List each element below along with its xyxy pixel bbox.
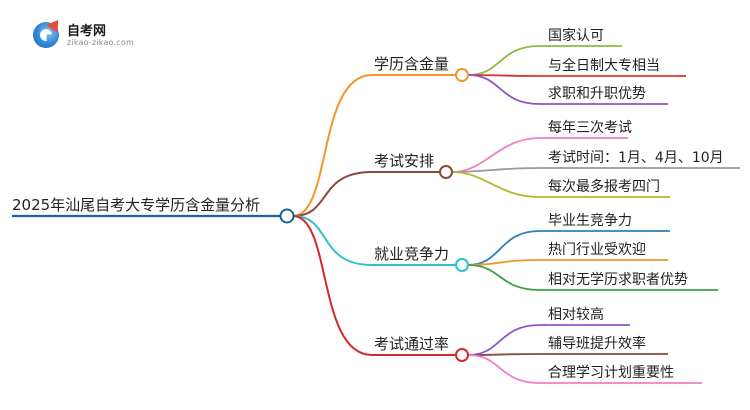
leaf-node-label[interactable]: 相对无学历求职者优势: [548, 272, 688, 288]
leaf-node-label[interactable]: 热门行业受欢迎: [548, 242, 646, 258]
logo-mark-icon: [33, 22, 59, 48]
leaf-connector: [467, 259, 541, 266]
leaf-node-label[interactable]: 考试时间：1月、4月、10月: [548, 150, 724, 166]
branch-node-label[interactable]: 就业竞争力: [374, 245, 449, 263]
leaf-connector: [467, 353, 541, 356]
branch-node-circle[interactable]: [455, 68, 469, 82]
branch-node-circle[interactable]: [455, 348, 469, 362]
logo-subtitle: zikao-zikao.com: [67, 38, 134, 47]
leaf-node-label[interactable]: 求职和升职优势: [548, 86, 646, 102]
leaf-node-label[interactable]: 相对较高: [548, 306, 604, 323]
leaf-connector: [451, 171, 541, 198]
leaf-node-label[interactable]: 与全日制大专相当: [548, 57, 660, 74]
branch-node-label[interactable]: 考试通过率: [374, 335, 449, 353]
branch-connector: [292, 171, 373, 217]
leaf-connector: [467, 324, 541, 356]
root-node-label: 2025年汕尾自考大专学历含金量分析: [12, 196, 260, 214]
leaf-node-label[interactable]: 每年三次考试: [548, 120, 632, 136]
leaf-connector: [467, 264, 541, 291]
leaf-connector: [467, 45, 541, 76]
leaf-node-label[interactable]: 毕业生竞争力: [548, 212, 632, 229]
logo-title: 自考网: [67, 24, 107, 39]
branch-node-label[interactable]: 学历含金量: [374, 55, 449, 73]
branch-connector: [292, 74, 373, 217]
root-node-circle[interactable]: [279, 208, 295, 224]
leaf-connector: [467, 74, 541, 105]
leaf-node-label[interactable]: 每次最多报考四门: [548, 178, 660, 195]
branch-node-label[interactable]: 考试安排: [374, 152, 434, 170]
leaf-node-label[interactable]: 国家认可: [548, 27, 604, 44]
site-logo[interactable]: 自考网 zikao-zikao.com: [33, 15, 143, 52]
branch-node-circle[interactable]: [439, 165, 453, 179]
branch-connector: [292, 215, 373, 266]
leaf-connector: [467, 354, 541, 384]
leaf-node-label[interactable]: 合理学习计划重要性: [548, 365, 674, 381]
branch-node-circle[interactable]: [455, 258, 469, 272]
branch-connector: [292, 215, 373, 356]
leaf-node-label[interactable]: 辅导班提升效率: [548, 335, 646, 352]
leaf-connector: [451, 137, 541, 173]
leaf-connector: [467, 230, 541, 266]
